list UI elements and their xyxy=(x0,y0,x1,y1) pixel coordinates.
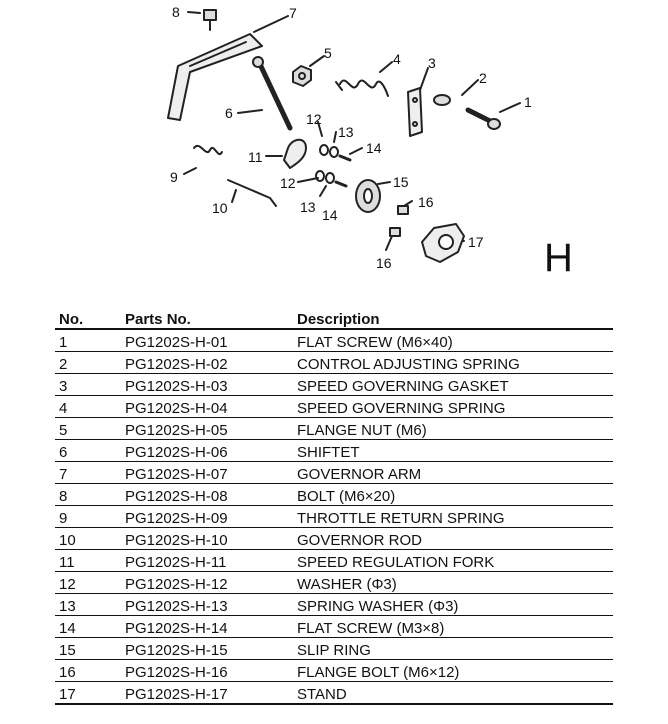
cell-description: FLAT SCREW (M3×8) xyxy=(293,615,613,638)
cell-no: 13 xyxy=(55,593,121,616)
column-header-no: No. xyxy=(55,306,121,330)
cell-description: SPEED REGULATION FORK xyxy=(293,549,613,572)
callout-label: 5 xyxy=(324,45,332,61)
callout-label: 14 xyxy=(366,140,382,156)
cell-parts-no: PG1202S-H-15 xyxy=(121,637,293,660)
callout-label: 11 xyxy=(248,149,263,165)
section-letter: H xyxy=(544,236,573,280)
callout-label: 8 xyxy=(172,4,180,20)
callout-label: 7 xyxy=(289,5,297,21)
cell-description: GOVERNOR ROD xyxy=(293,527,613,550)
cell-parts-no: PG1202S-H-17 xyxy=(121,681,293,705)
cell-description: CONTROL ADJUSTING SPRING xyxy=(293,351,613,374)
callout-label: 17 xyxy=(468,234,484,250)
cell-parts-no: PG1202S-H-16 xyxy=(121,659,293,682)
cell-no: 10 xyxy=(55,527,121,550)
parts-drawing xyxy=(167,9,521,263)
cell-parts-no: PG1202S-H-01 xyxy=(121,329,293,352)
cell-description: FLANGE NUT (M6) xyxy=(293,417,613,440)
cell-description: STAND xyxy=(293,681,613,705)
cell-description: BOLT (M6×20) xyxy=(293,483,613,506)
column-header-description: Description xyxy=(293,306,613,330)
cell-no: 15 xyxy=(55,637,121,660)
cell-description: SPEED GOVERNING SPRING xyxy=(293,395,613,418)
cell-no: 9 xyxy=(55,505,121,528)
cell-parts-no: PG1202S-H-03 xyxy=(121,373,293,396)
cell-no: 7 xyxy=(55,461,121,484)
callout-label: 4 xyxy=(393,51,401,67)
cell-no: 6 xyxy=(55,439,121,462)
cell-no: 1 xyxy=(55,329,121,352)
callout-label: 9 xyxy=(170,169,178,185)
cell-description: THROTTLE RETURN SPRING xyxy=(293,505,613,528)
callout-label: 12 xyxy=(280,175,296,191)
cell-parts-no: PG1202S-H-07 xyxy=(121,461,293,484)
cell-parts-no: PG1202S-H-10 xyxy=(121,527,293,550)
cell-description: WASHER (Φ3) xyxy=(293,571,613,594)
cell-description: FLAT SCREW (M6×40) xyxy=(293,329,613,352)
cell-parts-no: PG1202S-H-06 xyxy=(121,439,293,462)
cell-parts-no: PG1202S-H-13 xyxy=(121,593,293,616)
callout-label: 14 xyxy=(322,207,338,223)
callout-label: 2 xyxy=(479,70,487,86)
column-header-parts-no: Parts No. xyxy=(121,306,293,330)
callout-label: 15 xyxy=(393,174,409,190)
cell-no: 3 xyxy=(55,373,121,396)
cell-description: SPEED GOVERNING GASKET xyxy=(293,373,613,396)
callout-label: 13 xyxy=(338,124,354,140)
cell-parts-no: PG1202S-H-11 xyxy=(121,549,293,572)
callout-label: 12 xyxy=(306,111,322,127)
cell-no: 11 xyxy=(55,549,121,572)
cell-parts-no: PG1202S-H-14 xyxy=(121,615,293,638)
callout-label: 6 xyxy=(225,105,233,121)
cell-description: FLANGE BOLT (M6×12) xyxy=(293,659,613,682)
cell-parts-no: PG1202S-H-02 xyxy=(121,351,293,374)
cell-parts-no: PG1202S-H-08 xyxy=(121,483,293,506)
callout-label: 10 xyxy=(212,200,228,216)
callout-label: 13 xyxy=(300,199,316,215)
cell-description: SPRING WASHER (Φ3) xyxy=(293,593,613,616)
callout-label: 16 xyxy=(376,255,392,271)
cell-no: 5 xyxy=(55,417,121,440)
exploded-parts-diagram: 8 7 5 4 3 2 1 6 12 13 14 11 9 12 15 16 1… xyxy=(0,0,668,300)
cell-description: GOVERNOR ARM xyxy=(293,461,613,484)
cell-description: SHIFTET xyxy=(293,439,613,462)
callout-label: 1 xyxy=(524,94,532,110)
cell-no: 16 xyxy=(55,659,121,682)
cell-parts-no: PG1202S-H-05 xyxy=(121,417,293,440)
cell-no: 14 xyxy=(55,615,121,638)
cell-no: 8 xyxy=(55,483,121,506)
callout-label: 3 xyxy=(428,55,436,71)
cell-no: 17 xyxy=(55,681,121,705)
cell-no: 4 xyxy=(55,395,121,418)
callout-label: 16 xyxy=(418,194,434,210)
cell-no: 2 xyxy=(55,351,121,374)
cell-parts-no: PG1202S-H-09 xyxy=(121,505,293,528)
cell-parts-no: PG1202S-H-04 xyxy=(121,395,293,418)
table-header-row: No. Parts No. Description xyxy=(55,306,613,330)
cell-description: SLIP RING xyxy=(293,637,613,660)
cell-parts-no: PG1202S-H-12 xyxy=(121,571,293,594)
cell-no: 12 xyxy=(55,571,121,594)
